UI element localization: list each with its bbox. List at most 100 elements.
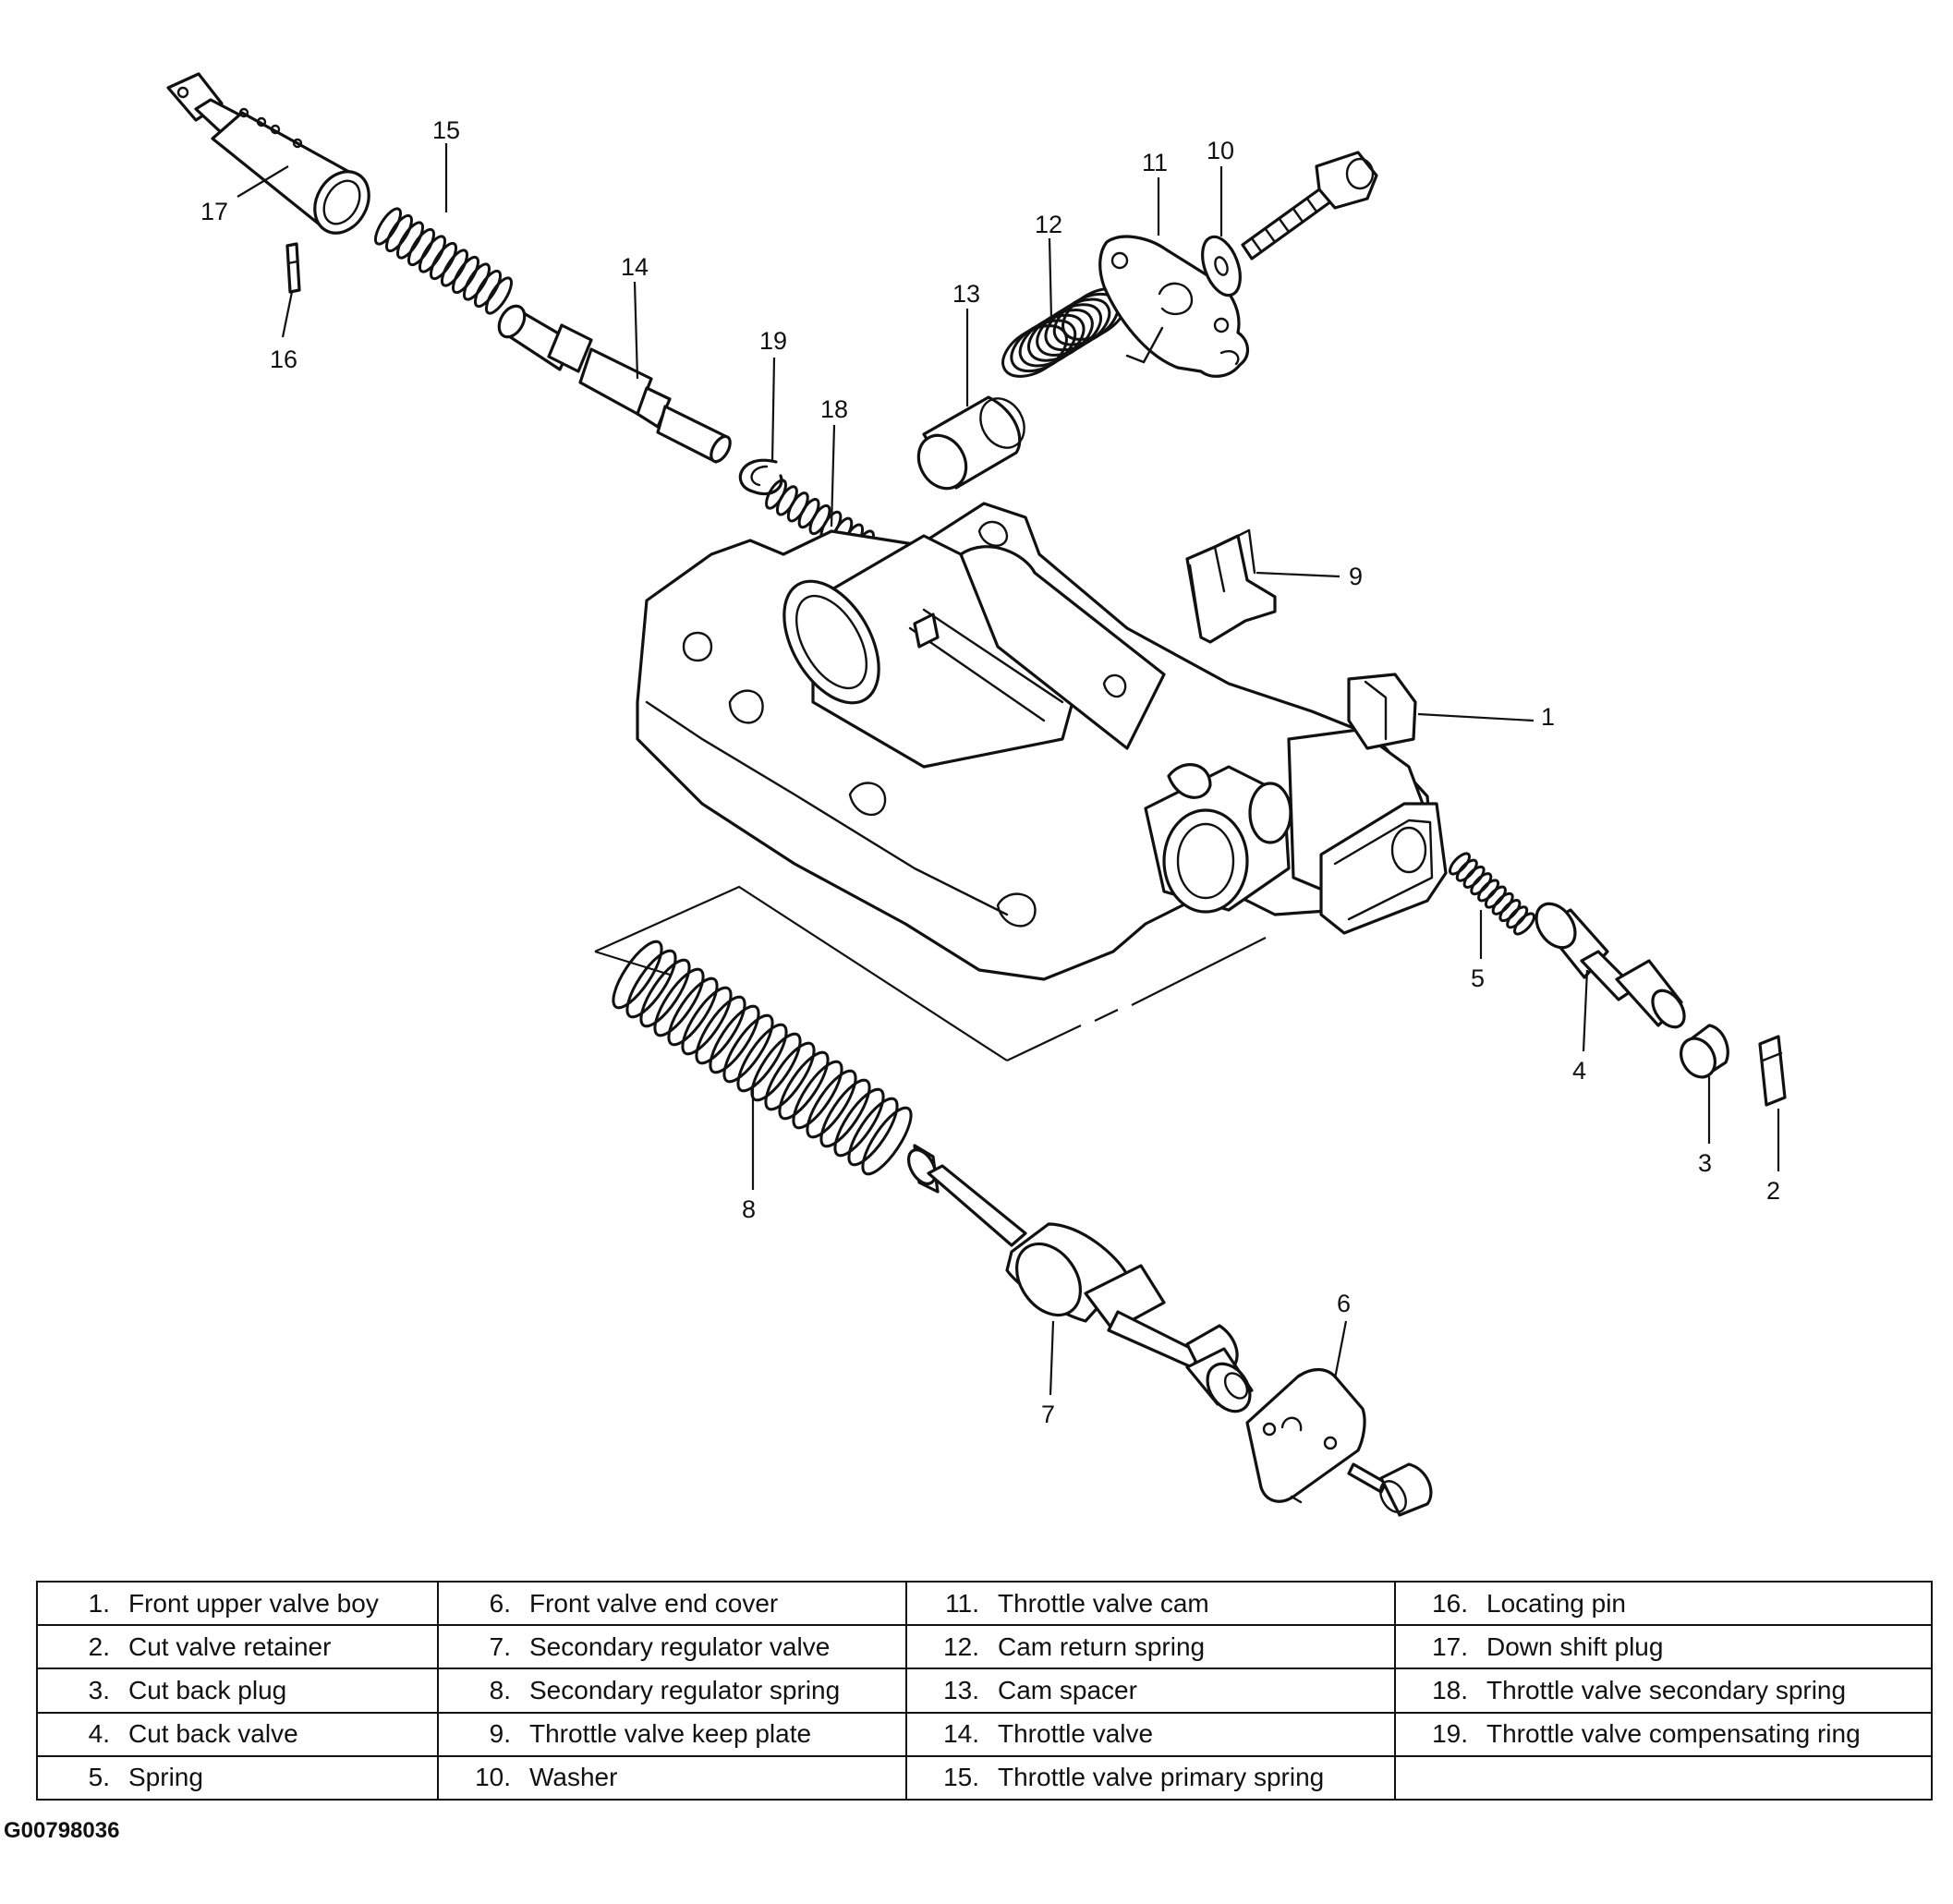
spring-coil <box>709 1004 760 1074</box>
legend-label: Throttle valve keep plate <box>529 1719 812 1749</box>
callout-19: 19 <box>759 327 787 355</box>
legend-label: Cut valve retainer <box>128 1631 332 1661</box>
spring-coil <box>833 1087 885 1158</box>
secondary-regulator-spring <box>612 940 913 1176</box>
legend-number: 15. <box>943 1763 979 1792</box>
callout-2: 2 <box>1766 1177 1780 1205</box>
callout-18: 18 <box>820 395 848 423</box>
spring-coil <box>418 235 446 273</box>
spring-coil <box>474 269 502 309</box>
legend-cell: 17.Down shift plug <box>1394 1624 1933 1670</box>
spring-coil <box>430 241 457 281</box>
legend-cell <box>1394 1754 1933 1801</box>
legend-number: 9. <box>489 1719 511 1749</box>
legend-label: Secondary regulator spring <box>529 1675 841 1704</box>
legend-cell: 7. Secondary regulator valve <box>437 1624 907 1670</box>
spring-coil <box>667 976 719 1047</box>
spring-coil <box>1513 912 1535 936</box>
figure-id: G00798036 <box>4 1818 120 1843</box>
front-upper-valve-body <box>636 502 1448 981</box>
spring-coil <box>396 221 424 260</box>
legend-number: 7. <box>489 1631 511 1661</box>
legend-number: 3. <box>88 1675 110 1704</box>
cut-back-valve <box>1534 902 1686 1029</box>
callout-1: 1 <box>1541 703 1555 731</box>
throttle-valve-cam <box>1098 235 1249 378</box>
legend-number: 1. <box>88 1588 110 1618</box>
spring-coil <box>612 940 663 1010</box>
cut-valve-retainer <box>1758 1035 1787 1107</box>
callout-6: 6 <box>1337 1290 1351 1317</box>
front-valve-end-cover <box>1245 1367 1366 1504</box>
spring-small <box>1449 852 1535 936</box>
callout-9: 9 <box>1349 563 1363 590</box>
legend-label: Front valve end cover <box>529 1588 779 1618</box>
spring-coil <box>736 1023 788 1093</box>
spring-coil <box>452 255 479 295</box>
spring-coil <box>792 1060 843 1130</box>
callout-17: 17 <box>200 198 228 225</box>
spring-coil <box>778 1050 830 1121</box>
legend-row: 2. Cut valve retainer 7. Secondary regulato… <box>36 1624 1933 1670</box>
callout-numbers: 1 2 3 4 5 6 7 8 9 10 11 12 13 14 15 16 1… <box>200 116 1780 1428</box>
legend-label: Cam return spring <box>998 1631 1206 1661</box>
legend-cell: 1. Front upper valve boy <box>36 1580 439 1627</box>
legend-label: Cut back plug <box>128 1675 287 1704</box>
spring-coil <box>861 1106 913 1176</box>
legend-number: 5. <box>88 1763 110 1792</box>
legend-number: 2. <box>88 1631 110 1661</box>
cut-back-plug <box>1680 1024 1729 1079</box>
legend-cell: 10. Washer <box>437 1754 907 1801</box>
legend-row: 3. Cut back plug 8. Secondary regulator spr… <box>36 1668 1933 1714</box>
throttle-valve-primary-spring <box>374 207 513 315</box>
callout-10: 10 <box>1207 137 1234 164</box>
legend-label: Throttle valve primary spring <box>998 1763 1325 1792</box>
spring-coil <box>441 249 468 287</box>
callout-11: 11 <box>1142 149 1168 176</box>
spring-coil <box>722 1013 774 1084</box>
callout-7: 7 <box>1041 1401 1055 1428</box>
cam-bolt <box>1241 151 1378 261</box>
legend-label: Front upper valve boy <box>128 1588 379 1618</box>
leader-lines <box>237 143 1780 1396</box>
callout-15: 15 <box>432 116 460 144</box>
spring-coil <box>847 1097 899 1167</box>
legend-cell: 3. Cut back plug <box>36 1668 439 1714</box>
legend-cell: 19.Throttle valve compensating ring <box>1394 1711 1933 1757</box>
legend-label: Throttle valve cam <box>998 1588 1209 1618</box>
legend-label: Cam spacer <box>998 1675 1137 1704</box>
legend-number: 19. <box>1432 1719 1468 1749</box>
legend-label: Locating pin <box>1486 1588 1627 1618</box>
legend-cell: 13.Cam spacer <box>905 1668 1396 1714</box>
spring-coil <box>639 958 691 1028</box>
locating-pin <box>285 242 301 294</box>
down-shift-plug <box>166 72 370 235</box>
spring-coil <box>764 1041 816 1111</box>
legend-cell: 9. Throttle valve keep plate <box>437 1711 907 1757</box>
callout-8: 8 <box>742 1195 756 1223</box>
callout-14: 14 <box>621 253 649 281</box>
legend-number: 12. <box>943 1631 979 1661</box>
legend-label: Secondary regulator valve <box>529 1631 831 1661</box>
legend-cell: 12. Cam return spring <box>905 1624 1396 1670</box>
spring-coil <box>374 207 402 246</box>
throttle-valve <box>497 304 732 464</box>
washer <box>1201 235 1242 297</box>
callout-3: 3 <box>1698 1149 1712 1177</box>
legend-number: 14. <box>943 1719 979 1749</box>
legend-label: Washer <box>529 1763 618 1792</box>
legend-number: 10. <box>475 1763 511 1792</box>
legend-label: Down shift plug <box>1486 1631 1664 1661</box>
legend-label: Throttle valve secondary spring <box>1486 1675 1847 1704</box>
legend-label: Cut back valve <box>128 1719 298 1749</box>
spring-coil <box>385 213 413 253</box>
legend-label: Throttle valve <box>998 1719 1154 1749</box>
spring-coil <box>407 227 435 267</box>
spring-coil <box>485 276 513 315</box>
end-cover-bolt <box>1347 1462 1433 1517</box>
legend-number: 8. <box>489 1675 511 1704</box>
legend-cell: 4.Cut back valve <box>36 1711 439 1757</box>
